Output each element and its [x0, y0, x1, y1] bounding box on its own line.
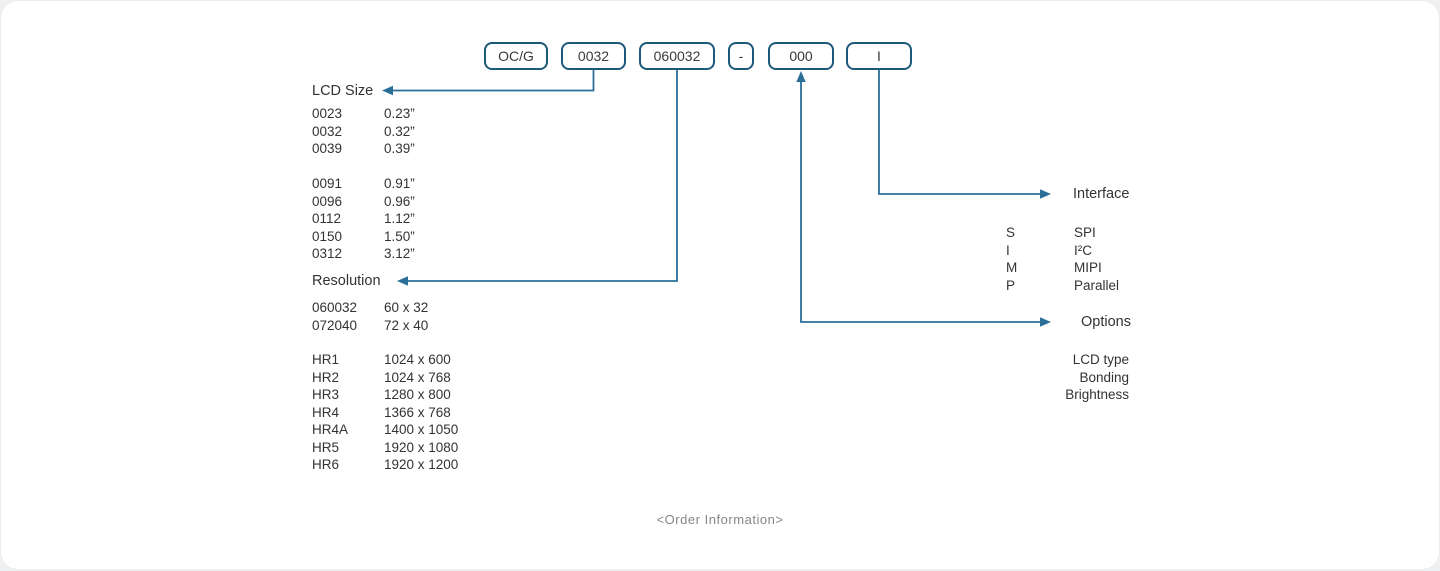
options-connector: [801, 80, 1041, 322]
item-value: 0.23”: [384, 106, 415, 121]
list-item: Brightness: [929, 386, 1129, 404]
code-box-options: 000: [768, 42, 834, 70]
item-code: 0150: [312, 228, 384, 246]
item-code: M: [1006, 259, 1074, 277]
code-box-dash: -: [728, 42, 754, 70]
item-value: 0.96”: [384, 194, 415, 209]
options-up-arrowhead: [796, 71, 805, 82]
item-value: 1400 x 1050: [384, 422, 458, 437]
item-value: 0.39”: [384, 141, 415, 156]
options-list: LCD type Bonding Brightness: [929, 351, 1129, 404]
interface-title: Interface: [1073, 185, 1129, 203]
item-value: Parallel: [1074, 278, 1119, 293]
item-code: I: [1006, 242, 1074, 260]
item-code: HR3: [312, 386, 384, 404]
item-value: 0.91”: [384, 176, 415, 191]
item-value: 1024 x 768: [384, 370, 451, 385]
resolution-title: Resolution: [312, 272, 381, 290]
item-code: S: [1006, 224, 1074, 242]
code-box-series: OC/G: [484, 42, 548, 70]
item-value: 1920 x 1080: [384, 440, 458, 455]
item-code: 0023: [312, 105, 384, 123]
item-code: HR6: [312, 456, 384, 474]
item-code: HR2: [312, 369, 384, 387]
code-box-interface: I: [846, 42, 912, 70]
list-item: Bonding: [929, 369, 1129, 387]
code-box-resolution: 060032: [639, 42, 715, 70]
item-value: 1.12”: [384, 211, 415, 226]
item-value: 1024 x 600: [384, 352, 451, 367]
item-value: 1.50”: [384, 229, 415, 244]
item-code: 0091: [312, 175, 384, 193]
item-value: SPI: [1074, 225, 1096, 240]
lcd-size-arrowhead: [382, 86, 393, 95]
resolution-connector: [407, 70, 677, 281]
options-arrowhead: [1040, 317, 1051, 326]
item-code: 0039: [312, 140, 384, 158]
item-value: 1920 x 1200: [384, 457, 458, 472]
item-code: P: [1006, 277, 1074, 295]
item-code: HR1: [312, 351, 384, 369]
item-code: 0312: [312, 245, 384, 263]
options-title: Options: [1081, 313, 1131, 331]
item-value: 60 x 32: [384, 300, 428, 315]
interface-connector: [879, 70, 1041, 194]
item-value: 0.32”: [384, 124, 415, 139]
item-code: 0112: [312, 210, 384, 228]
lcd-size-connector: [392, 70, 594, 91]
item-code: 072040: [312, 317, 384, 335]
item-code: 060032: [312, 299, 384, 317]
item-value: I²C: [1074, 243, 1092, 258]
list-item: LCD type: [929, 351, 1129, 369]
item-code: HR4: [312, 404, 384, 422]
item-value: 1366 x 768: [384, 405, 451, 420]
interface-arrowhead: [1040, 189, 1051, 198]
diagram-caption: <Order Information>: [1, 512, 1439, 527]
item-value: 3.12”: [384, 246, 415, 261]
item-code: HR4A: [312, 421, 384, 439]
item-value: MIPI: [1074, 260, 1102, 275]
item-value: 72 x 40: [384, 318, 428, 333]
lcd-size-title: LCD Size: [312, 82, 373, 100]
item-code: 0096: [312, 193, 384, 211]
resolution-arrowhead: [397, 276, 408, 285]
item-value: 1280 x 800: [384, 387, 451, 402]
item-code: HR5: [312, 439, 384, 457]
code-box-lcd-size: 0032: [561, 42, 626, 70]
item-code: 0032: [312, 123, 384, 141]
